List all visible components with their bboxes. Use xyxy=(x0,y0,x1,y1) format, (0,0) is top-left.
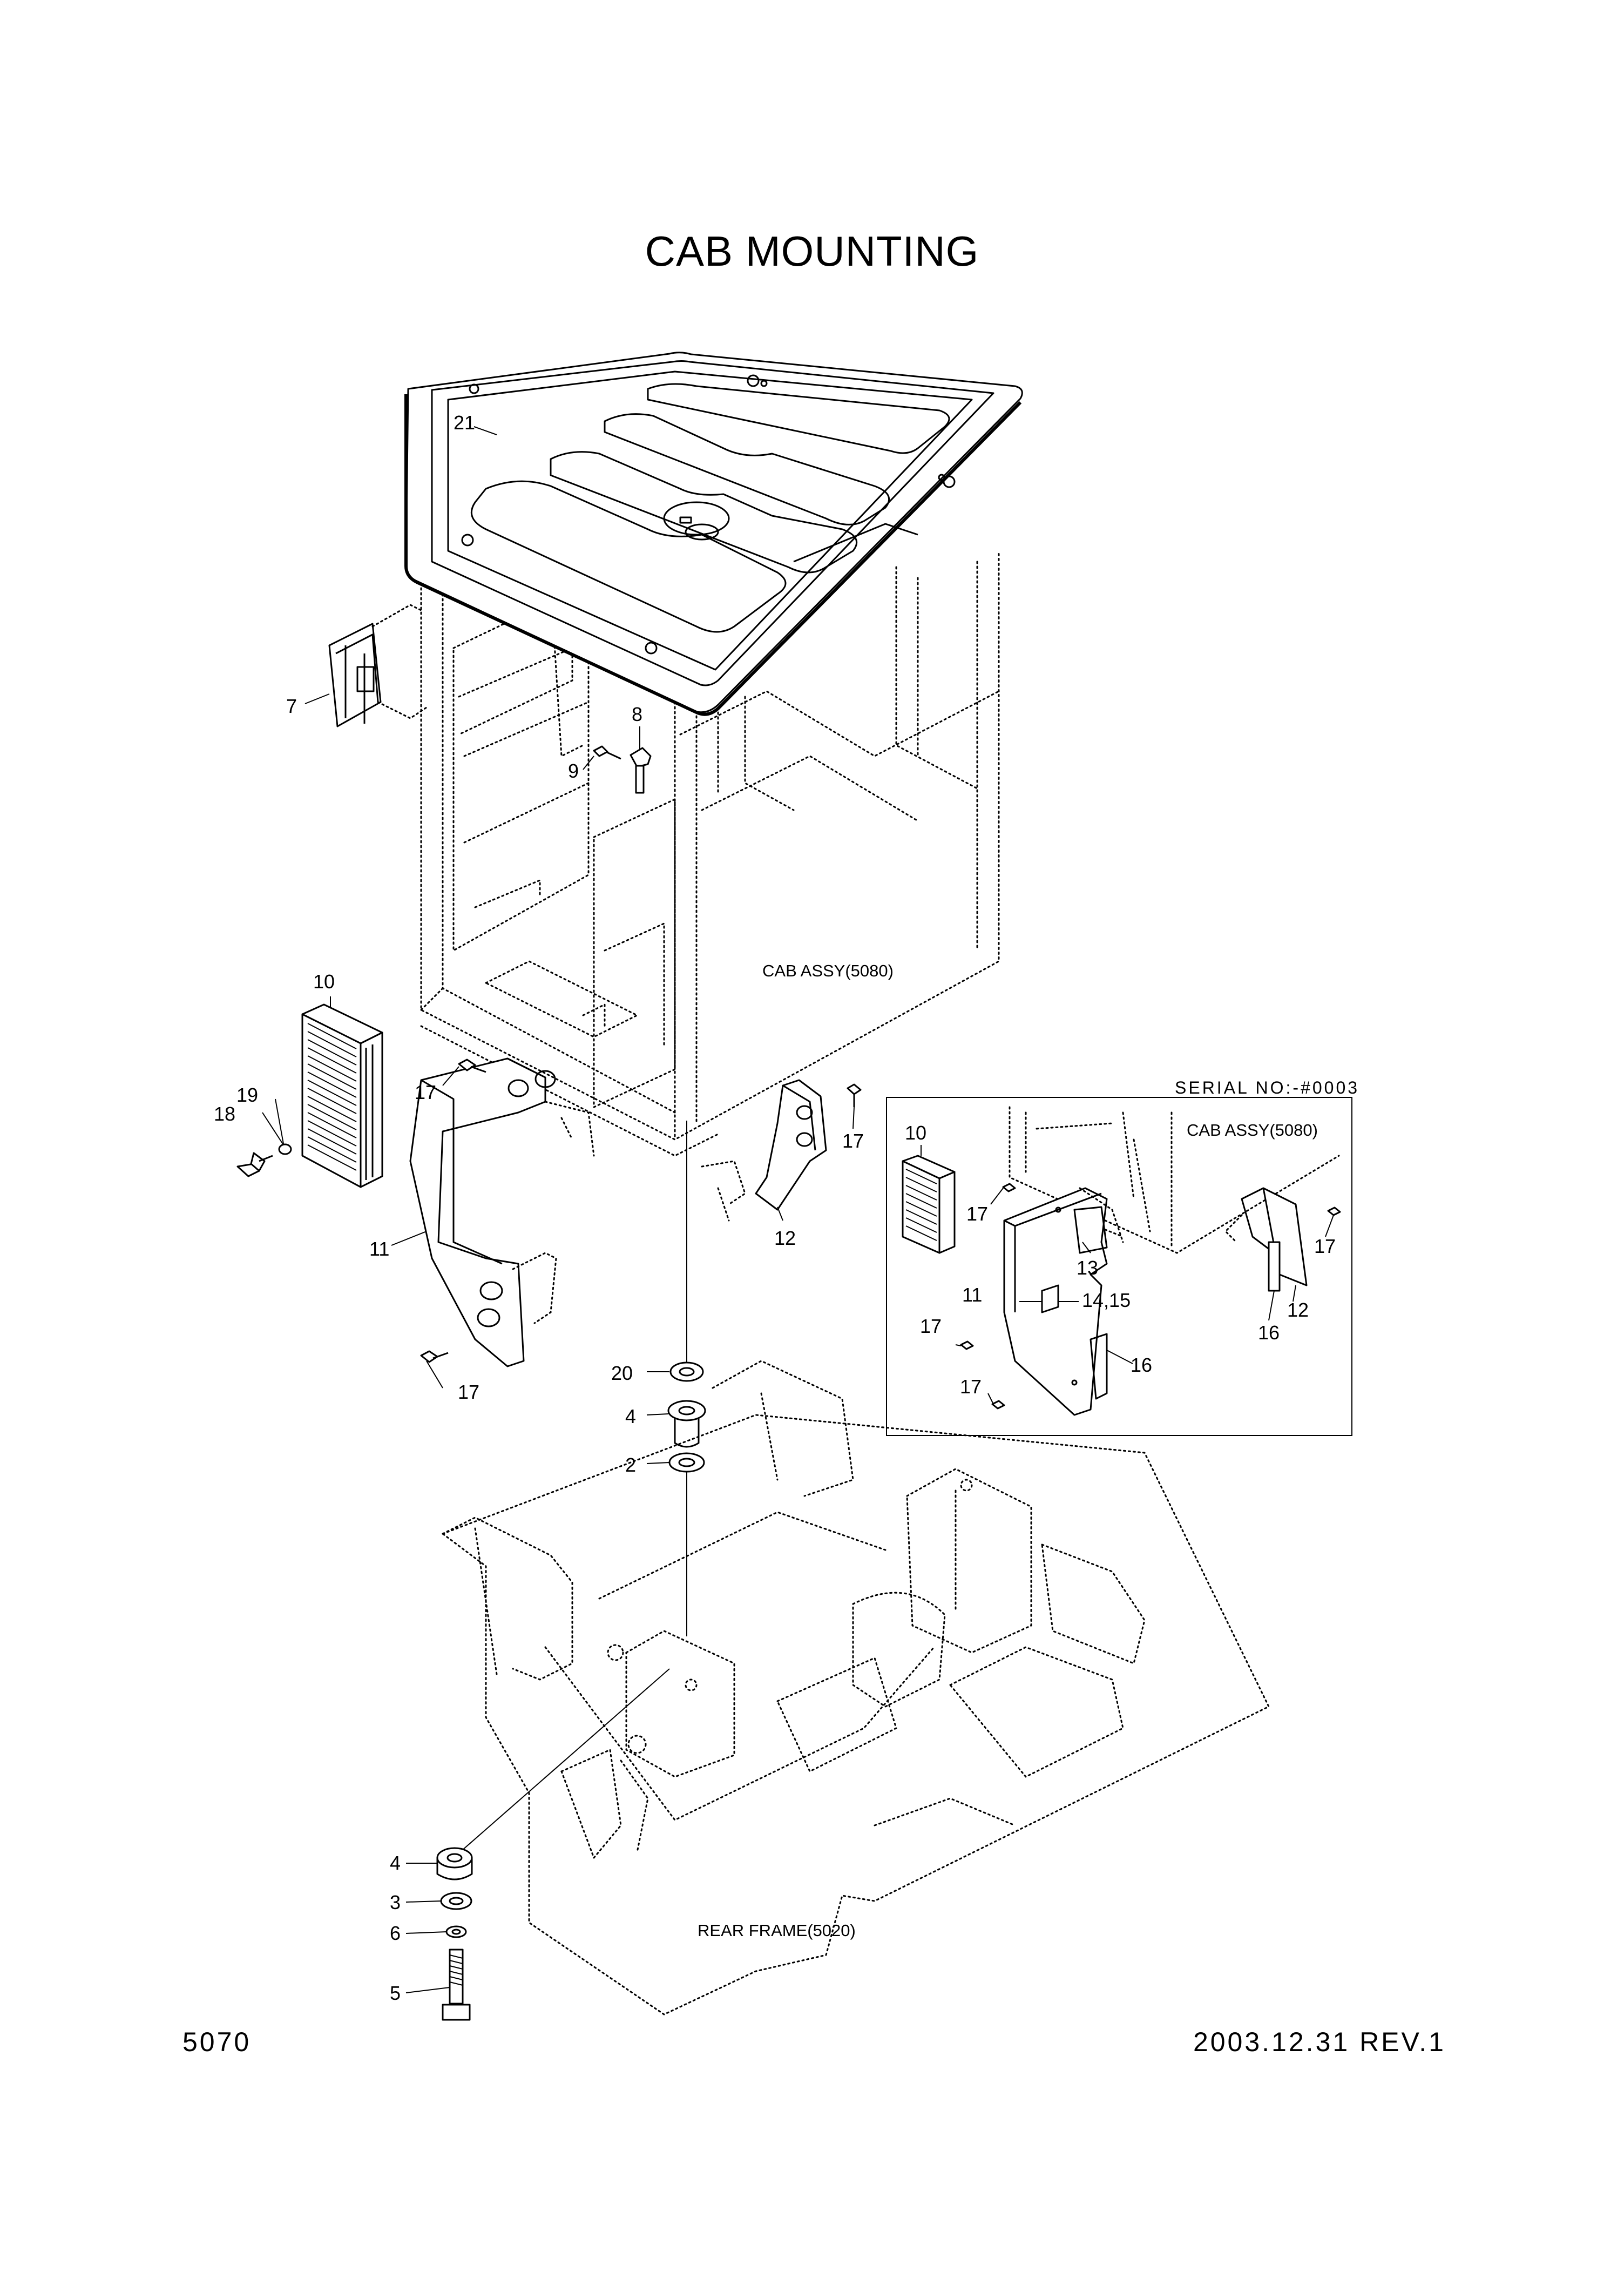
rear-frame-label: REAR FRAME(5020) xyxy=(698,1921,856,1940)
callout-17-right: 17 xyxy=(842,1130,864,1152)
parts-8-9-pin xyxy=(593,745,652,794)
page-title: CAB MOUNTING xyxy=(645,227,979,275)
callout-8: 8 xyxy=(632,703,642,725)
inset-callout-13: 13 xyxy=(1077,1257,1098,1279)
serial-number-note: SERIAL NO:-#0003 xyxy=(1175,1078,1359,1097)
callout-2: 2 xyxy=(625,1454,636,1476)
callout-12: 12 xyxy=(774,1227,796,1249)
callout-9: 9 xyxy=(568,760,579,782)
inset-callout-17-a: 17 xyxy=(966,1203,988,1225)
inset-callout-17-b: 17 xyxy=(920,1315,942,1337)
callout-11: 11 xyxy=(369,1238,389,1260)
cab-roof-part-21 xyxy=(404,352,1023,716)
inset-callout-16-b: 16 xyxy=(1258,1322,1280,1344)
serial-inset xyxy=(886,1097,1352,1436)
callout-17-left-top: 17 xyxy=(415,1081,436,1103)
inset-callout-16-a: 16 xyxy=(1131,1354,1152,1376)
callout-19: 19 xyxy=(236,1084,258,1106)
callout-18: 18 xyxy=(214,1103,235,1125)
rear-frame-outline xyxy=(441,1360,1270,2015)
centre-mount-stack xyxy=(667,1121,706,1636)
callout-7: 7 xyxy=(286,695,297,717)
inset-callout-10: 10 xyxy=(905,1122,926,1144)
callout-17-left-bottom: 17 xyxy=(458,1381,479,1403)
bottom-mount-stack xyxy=(436,1668,670,2021)
part-12-right-bracket xyxy=(701,1079,862,1222)
leader-lines-main xyxy=(262,426,855,1993)
inset-callout-12: 12 xyxy=(1287,1299,1309,1321)
callout-labels: 21 7 8 9 10 19 18 17 17 11 17 12 20 4 2 … xyxy=(214,412,1359,2004)
cab-frame-outline xyxy=(420,517,1000,1157)
bolts-17-left xyxy=(420,1059,486,1363)
inset-callout-14-15: 14,15 xyxy=(1082,1289,1131,1311)
cab-assy-label: CAB ASSY(5080) xyxy=(762,961,894,980)
revision-date: 2003.12.31 REV.1 xyxy=(1193,2027,1446,2057)
part-11-left-bracket xyxy=(409,1057,595,1367)
inset-callout-17-d: 17 xyxy=(1314,1235,1336,1257)
callout-10: 10 xyxy=(313,970,335,993)
page-number: 5070 xyxy=(182,2027,252,2057)
callout-4-top: 4 xyxy=(625,1405,636,1427)
parts-18-19-wing-bolt xyxy=(236,1143,292,1177)
callout-21: 21 xyxy=(454,412,475,434)
callout-20: 20 xyxy=(611,1362,633,1384)
callout-3: 3 xyxy=(390,1891,401,1913)
inset-callout-11: 11 xyxy=(962,1284,982,1306)
callout-4-bottom: 4 xyxy=(390,1852,401,1874)
inset-cab-assy-label: CAB ASSY(5080) xyxy=(1187,1121,1318,1140)
inset-callout-17-c: 17 xyxy=(960,1376,982,1398)
callout-6: 6 xyxy=(390,1922,401,1944)
part-7-bracket xyxy=(328,604,428,727)
leader-lines-inset xyxy=(921,1145,1334,1405)
callout-5: 5 xyxy=(390,1982,401,2004)
part-10-filter xyxy=(301,1003,383,1188)
